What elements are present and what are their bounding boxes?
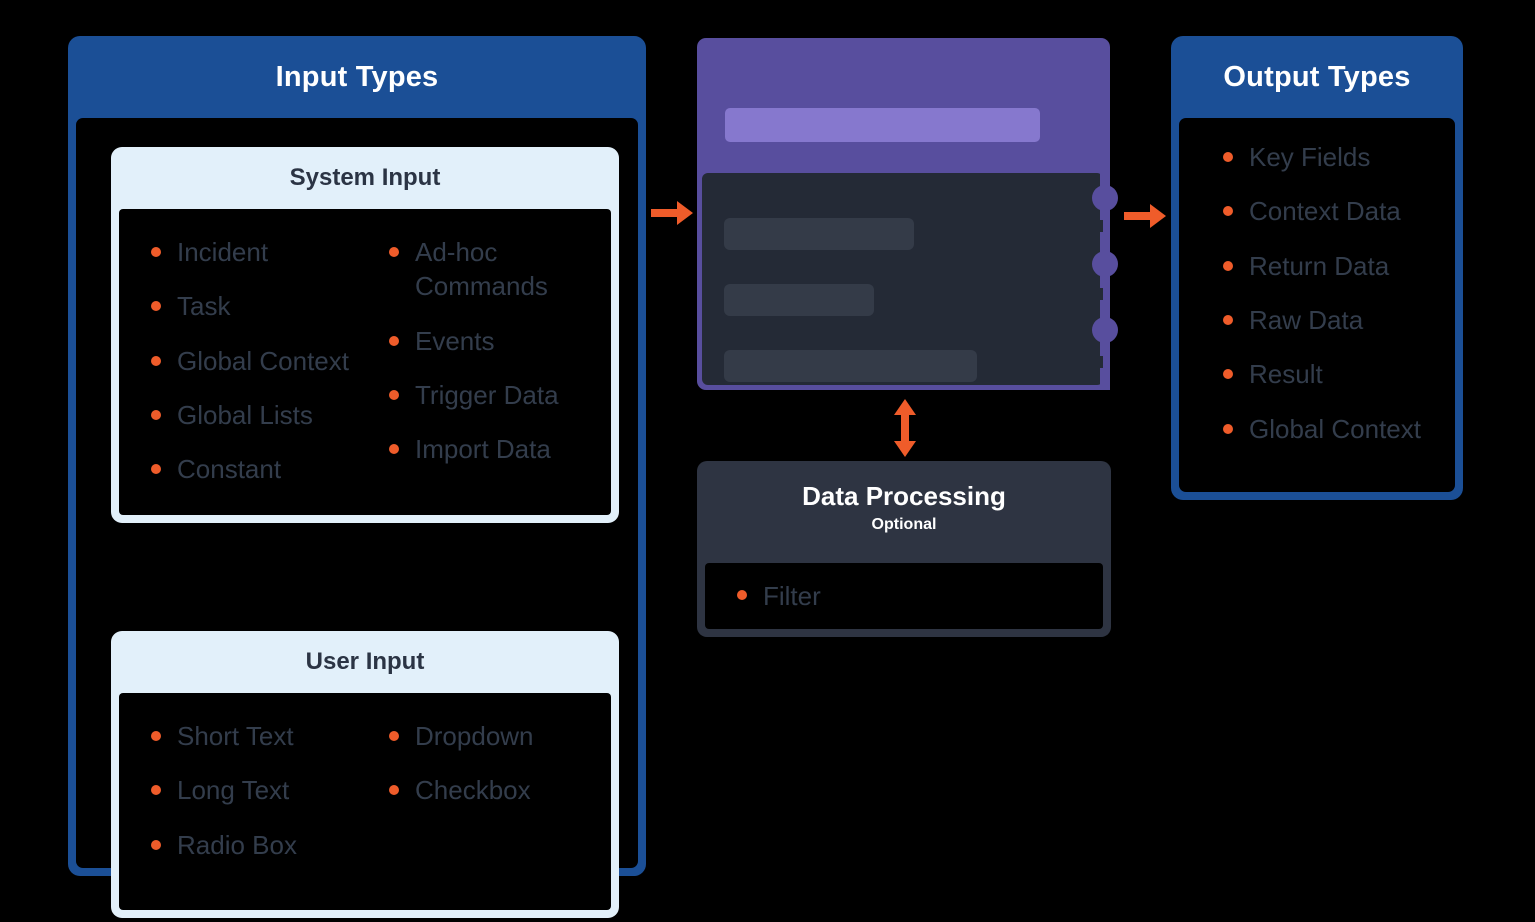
user-input-column-right: Dropdown Checkbox <box>365 719 611 910</box>
input-types-title: Input Types <box>275 61 439 93</box>
list-item-label: Ad-hoc Commands <box>415 237 548 302</box>
bullet-dot-icon <box>151 785 161 796</box>
processor-connector-node-3[interactable] <box>1092 317 1118 343</box>
list-item: Raw Data <box>1223 303 1455 337</box>
processor-connector-node-2[interactable] <box>1092 251 1118 277</box>
list-item-label: Context Data <box>1249 196 1401 227</box>
bullet-dot-icon <box>389 444 399 455</box>
list-item-label: Import Data <box>415 434 551 465</box>
bullet-dot-icon <box>389 731 399 741</box>
user-input-column-left: Short Text Long Text Radio Box <box>119 719 365 910</box>
bullet-dot-icon <box>389 389 399 400</box>
processor-panel <box>697 38 1110 390</box>
list-item: Checkbox <box>389 773 611 807</box>
list-item: Import Data <box>389 432 611 466</box>
processor-connector-node-1[interactable] <box>1092 185 1118 211</box>
list-item: Trigger Data <box>389 378 611 412</box>
list-item-label: Incident <box>177 237 269 267</box>
list-item: Global Context <box>1223 412 1455 446</box>
list-item-label: Short Text <box>177 721 294 751</box>
bullet-dot-icon <box>151 464 161 475</box>
bullet-dot-icon <box>151 355 161 366</box>
bullet-dot-icon <box>1223 369 1233 380</box>
bullet-dot-icon <box>737 589 747 600</box>
arrow-right-icon <box>651 200 693 226</box>
output-types-list: Key Fields Context Data Return Data Raw … <box>1179 140 1455 446</box>
bullet-dot-icon <box>389 335 399 346</box>
list-item: Context Data <box>1223 194 1455 228</box>
list-item: Radio Box <box>151 828 365 862</box>
data-processing-body: Filter <box>705 563 1103 629</box>
user-input-card: User Input Short Text Long Text Radio Bo… <box>111 631 619 918</box>
list-item: Key Fields <box>1223 140 1455 174</box>
arrow-up-down-icon <box>892 399 918 457</box>
list-item: Result <box>1223 357 1455 391</box>
user-input-body: Short Text Long Text Radio Box Dropdown <box>119 693 611 910</box>
bullet-dot-icon <box>151 409 161 420</box>
bullet-dot-icon <box>1223 206 1233 217</box>
list-item-label: Radio Box <box>177 829 297 860</box>
processor-body <box>702 173 1103 385</box>
list-item: Return Data <box>1223 249 1455 283</box>
output-types-body: Key Fields Context Data Return Data Raw … <box>1179 118 1455 492</box>
system-input-body: Incident Task Global Context Global List… <box>119 209 611 515</box>
bullet-dot-icon <box>151 247 161 257</box>
list-item-label: Filter <box>763 580 821 611</box>
bullet-dot-icon <box>389 785 399 796</box>
list-item: Short Text <box>151 719 365 753</box>
list-item: Ad-hoc Commands <box>389 235 611 304</box>
processor-field-bar-1 <box>724 218 914 250</box>
list-item-label: Key Fields <box>1249 142 1371 172</box>
input-types-body: System Input Incident Task Global Contex… <box>76 118 638 918</box>
bullet-dot-icon <box>1223 314 1233 325</box>
output-types-panel: Output Types Key Fields Context Data Ret… <box>1171 36 1463 500</box>
list-item: Task <box>151 289 365 323</box>
data-processing-title: Data Processing <box>802 481 1006 511</box>
bullet-dot-icon <box>151 301 161 312</box>
processor-field-bar-2 <box>724 284 874 316</box>
list-item-label: Raw Data <box>1249 304 1364 335</box>
data-processing-panel: Data Processing Optional Filter <box>697 461 1111 637</box>
system-input-card: System Input Incident Task Global Contex… <box>111 147 619 523</box>
list-item-label: Return Data <box>1249 250 1390 281</box>
list-item-label: Global Context <box>177 345 349 376</box>
bullet-dot-icon <box>151 731 161 741</box>
system-input-column-left: Incident Task Global Context Global List… <box>119 235 365 515</box>
list-item: Global Lists <box>151 398 365 432</box>
bullet-dot-icon <box>1223 260 1233 271</box>
list-item: Dropdown <box>389 719 611 753</box>
list-item-label: Long Text <box>177 775 290 806</box>
user-input-title: User Input <box>305 648 425 675</box>
system-input-title: System Input <box>289 164 441 191</box>
list-item-label: Global Context <box>1249 413 1421 444</box>
list-item-label: Global Lists <box>177 399 313 430</box>
bullet-dot-icon <box>389 247 399 257</box>
list-item: Constant <box>151 452 365 486</box>
list-item: Global Context <box>151 344 365 378</box>
list-item-label: Result <box>1249 359 1323 390</box>
bullet-dot-icon <box>1223 152 1233 162</box>
list-item: Events <box>389 324 611 358</box>
list-item: Long Text <box>151 773 365 807</box>
list-item-label: Events <box>415 325 495 356</box>
list-item: Filter <box>737 579 821 613</box>
output-types-title: Output Types <box>1223 61 1411 93</box>
input-types-panel: Input Types System Input Incident Task <box>68 36 646 918</box>
list-item-label: Checkbox <box>415 775 531 806</box>
list-item-label: Constant <box>177 454 282 485</box>
arrow-right-icon <box>1124 203 1166 229</box>
bullet-dot-icon <box>1223 423 1233 434</box>
list-item-label: Task <box>177 291 231 322</box>
list-item: Incident <box>151 235 365 269</box>
system-input-column-right: Ad-hoc Commands Events Trigger Data Impo… <box>365 235 611 515</box>
processor-header-bar <box>725 108 1040 142</box>
processor-field-bar-3 <box>724 350 977 382</box>
data-processing-subtitle: Optional <box>871 516 937 534</box>
list-item-label: Trigger Data <box>415 379 559 410</box>
list-item-label: Dropdown <box>415 721 534 751</box>
bullet-dot-icon <box>151 839 161 850</box>
